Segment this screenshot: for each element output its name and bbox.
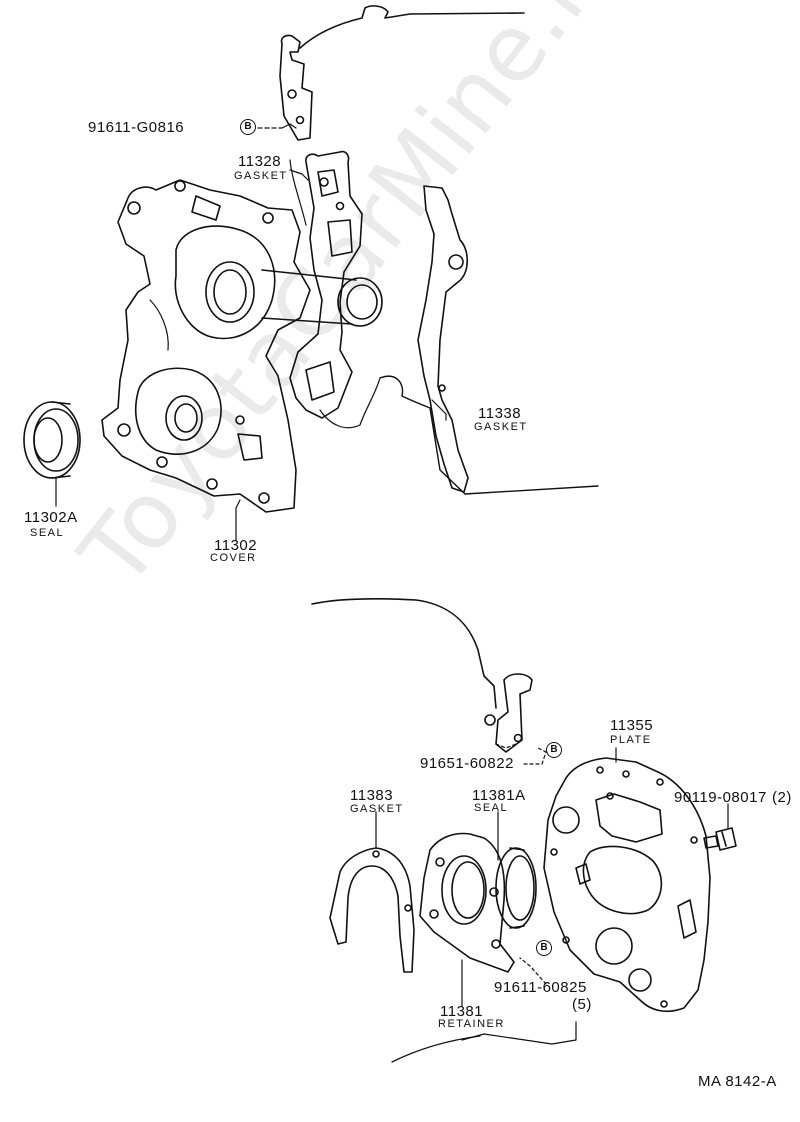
quantity-bolt-91611: (5) <box>572 996 592 1013</box>
seal-11302a-shape <box>24 402 80 478</box>
seal-11381a-shape <box>496 848 536 928</box>
part-name-11338: GASKET <box>474 421 528 433</box>
bracket-lower <box>485 674 532 752</box>
part-number-11383: 11383 <box>350 787 394 804</box>
part-number-11328: 11328 <box>238 153 282 170</box>
part-name-11328: GASKET <box>234 170 288 182</box>
quantity-bolt-90119: (2) <box>772 789 792 806</box>
timing-bracket-top <box>280 35 312 140</box>
gasket-11328-shape <box>290 152 362 418</box>
engine-outline-upper <box>300 6 524 48</box>
part-name-11381: RETAINER <box>438 1018 505 1030</box>
bolt-marker-91611: B <box>536 940 552 956</box>
gasket-11338-shape <box>418 186 468 492</box>
part-number-11302: 11302 <box>214 537 258 554</box>
engine-outline-lower <box>312 599 496 708</box>
part-number-bolt-90119: 90119-08017 <box>674 789 767 806</box>
leader-lines <box>56 124 728 1044</box>
part-name-11302: COVER <box>210 552 257 564</box>
bolt-90119-shape <box>704 828 736 850</box>
part-number-bolt-top: 91611-G0816 <box>88 119 185 136</box>
figure-code: MA 8142-A <box>698 1073 777 1090</box>
part-name-11355: PLATE <box>610 734 652 746</box>
part-number-11338: 11338 <box>478 405 522 422</box>
part-number-bolt-91611: 91611-60825 <box>494 979 587 996</box>
engine-outline-bottom <box>392 1036 480 1062</box>
part-number-bolt-91651: 91651-60822 <box>420 755 514 772</box>
retainer-11381-shape <box>420 834 514 972</box>
gasket-11383-shape <box>330 848 414 972</box>
engine-outline-left <box>290 160 380 428</box>
engine-outline-right <box>380 376 598 494</box>
part-number-11381: 11381 <box>440 1003 484 1020</box>
part-number-11355: 11355 <box>610 717 654 734</box>
bolt-marker-top: B <box>240 119 256 135</box>
bolt-marker-91651: B <box>546 742 562 758</box>
part-name-11383: GASKET <box>350 803 404 815</box>
part-number-11381a: 11381A <box>472 787 526 804</box>
part-number-11302a: 11302A <box>24 509 78 526</box>
part-name-11302a: SEAL <box>30 527 65 539</box>
timing-cover-11302-shape <box>102 180 382 512</box>
plate-11355-shape <box>544 758 710 1011</box>
part-name-11381a: SEAL <box>474 802 509 814</box>
